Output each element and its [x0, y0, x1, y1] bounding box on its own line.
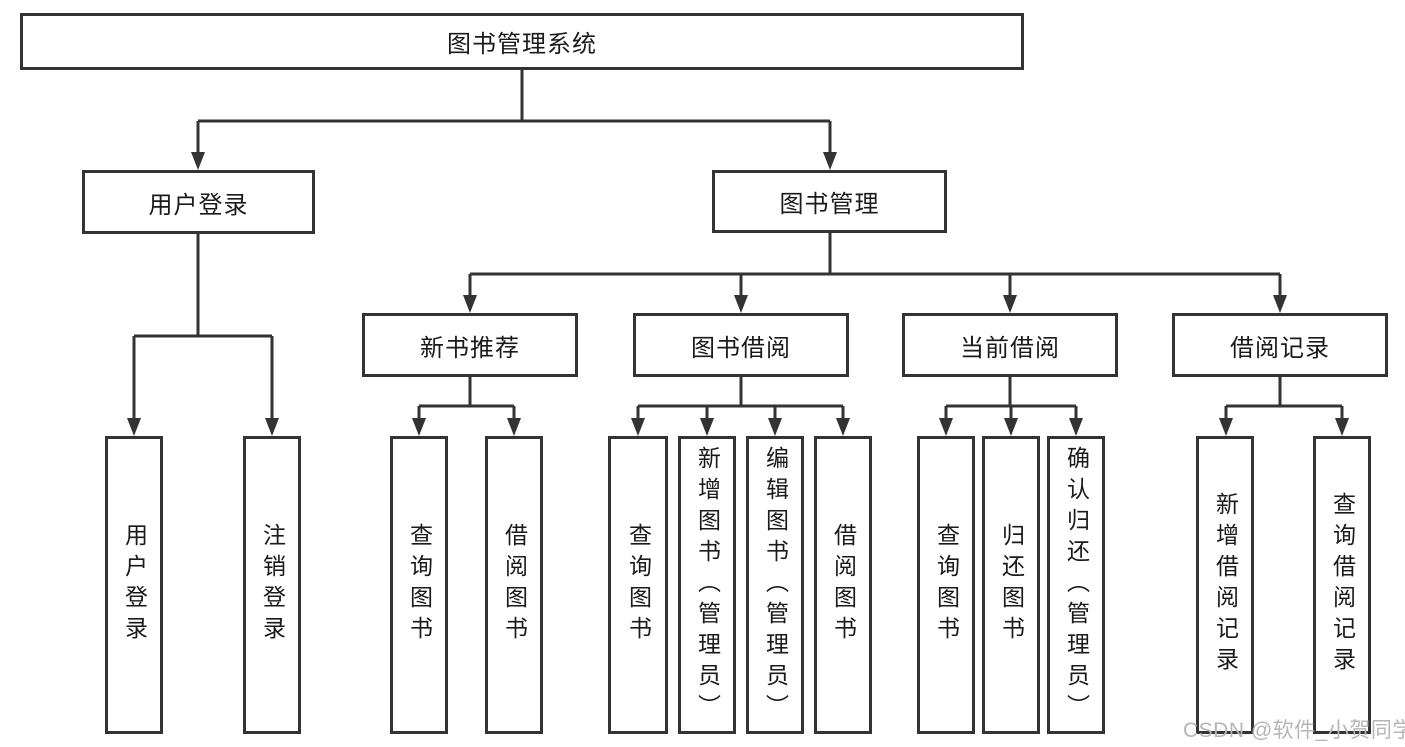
connector-root-arrowheads [191, 152, 837, 170]
leaf-add-book-admin: 新增图书（管理员） [678, 436, 736, 734]
connector-root-branch [196, 69, 832, 154]
connector-book-borrow-arrowheads [631, 418, 850, 436]
node-user-login: 用户登录 [82, 170, 315, 234]
watermark: CSDN @软件_小贺同学 [1183, 719, 1405, 742]
node-borrow-records: 借阅记录 [1172, 313, 1388, 377]
leaf-query-books-current: 查询图书 [917, 436, 975, 734]
leaf-confirm-return-admin: 确认归还（管理员） [1047, 436, 1105, 734]
node-book-borrow: 图书借阅 [633, 313, 849, 377]
connector-current-borrow-arrowheads [939, 418, 1083, 436]
leaf-borrow-books-recommend: 借阅图书 [485, 436, 543, 734]
leaf-query-books-borrow: 查询图书 [608, 436, 668, 734]
node-new-book-recommend: 新书推荐 [362, 313, 578, 377]
connector-user-login-arrowheads [127, 418, 279, 436]
connector-current-borrow-branch [944, 377, 1078, 420]
node-library-system: 图书管理系统 [20, 13, 1024, 70]
connector-new-book-arrowheads [412, 418, 521, 436]
connector-borrow-records-branch [1224, 377, 1344, 420]
leaf-edit-book-admin: 编辑图书（管理员） [746, 436, 804, 734]
leaf-logout: 注销登录 [243, 436, 301, 734]
leaf-user-login: 用户登录 [105, 436, 163, 734]
node-current-borrow: 当前借阅 [902, 313, 1118, 377]
leaf-add-borrow-record: 新增借阅记录 [1196, 436, 1254, 734]
connector-new-book-branch [417, 377, 516, 420]
connector-user-login-branch [132, 234, 274, 420]
leaf-borrow-books: 借阅图书 [814, 436, 872, 734]
node-book-management: 图书管理 [712, 170, 947, 233]
connector-book-management-arrowheads [463, 295, 1287, 313]
connector-borrow-records-arrowheads [1219, 418, 1349, 436]
connector-book-management-branch [468, 233, 1282, 297]
leaf-return-books: 归还图书 [982, 436, 1040, 734]
connector-book-borrow-branch [636, 377, 845, 420]
leaf-query-borrow-record: 查询借阅记录 [1313, 436, 1371, 734]
leaf-query-books-recommend: 查询图书 [390, 436, 448, 734]
